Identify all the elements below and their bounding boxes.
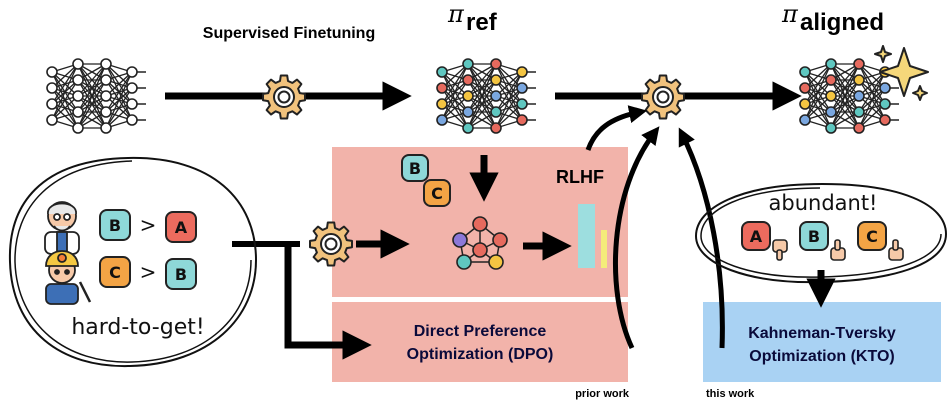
rlhf-sample-card-0: B [401, 154, 429, 182]
right-card-C: C [857, 221, 887, 251]
pi-symbol-2: π [781, 0, 799, 28]
this-work-label: this work [706, 388, 755, 400]
to-dpo-arrow [284, 244, 372, 360]
thumbs-down-icon [772, 239, 788, 261]
kto-block [703, 302, 941, 382]
prior-work-label: prior work [575, 388, 630, 400]
left-card-better-1: C [99, 256, 131, 288]
svg-text:A: A [175, 218, 188, 237]
svg-text:B: B [175, 265, 187, 284]
reward-bar-teal [578, 204, 595, 268]
svg-text:A: A [750, 227, 763, 246]
dpo-label-line1: Direct Preference [414, 323, 547, 340]
reward-bars [578, 204, 607, 268]
left-card-worse-1: B [165, 258, 197, 290]
aligned-network [799, 58, 899, 134]
dpo-block [332, 302, 628, 382]
elder-person-icon [44, 201, 80, 255]
kto-label-line2: Optimization (KTO) [749, 348, 894, 365]
svg-text:C: C [866, 227, 878, 246]
sparkle-icon [874, 45, 929, 101]
pi-aligned-label: π aligned [781, 0, 884, 36]
reward-model-graph [452, 216, 508, 270]
dpo-label-line2: Optimization (DPO) [407, 346, 554, 363]
rlhf-label: RLHF [556, 167, 604, 187]
svg-text:C: C [431, 184, 443, 203]
rlhf-sample-card-1: C [423, 179, 451, 207]
abundant-caption: abundant! [769, 191, 878, 215]
relation-symbol: > [140, 260, 157, 284]
sft-gear-icon [262, 74, 306, 120]
miner-person-icon [45, 250, 92, 305]
svg-text:B: B [409, 159, 421, 178]
sft-label: Supervised Finetuning [203, 25, 375, 42]
pi-symbol: π [447, 0, 465, 28]
ref-subscript: ref [466, 9, 498, 36]
relation-symbol: > [140, 213, 157, 237]
hard-to-get-caption: hard-to-get! [71, 315, 204, 340]
left-bubble [8, 156, 258, 368]
dpo-curve-arrow [613, 126, 660, 350]
left-card-worse-0: A [165, 211, 197, 243]
kto-curve-arrow [678, 127, 725, 349]
base-network [46, 58, 146, 134]
thumbs-up-icon [888, 239, 904, 261]
preference-gear-icon [309, 221, 353, 267]
align-gear-icon [641, 74, 685, 120]
right-card-A: A [741, 221, 771, 251]
pi-ref-label: π ref [447, 0, 498, 36]
thumbs-up-icon [830, 239, 846, 261]
svg-text:B: B [808, 227, 820, 246]
svg-text:B: B [109, 216, 121, 235]
kto-label-line1: Kahneman-Tversky [748, 325, 896, 342]
aligned-subscript: aligned [800, 9, 884, 36]
svg-text:C: C [109, 263, 121, 282]
rlhf-curve-arrow [585, 105, 648, 151]
reward-bar-yellow [601, 230, 607, 268]
left-card-better-0: B [99, 209, 131, 241]
network-group [46, 58, 899, 134]
right-card-B: B [799, 221, 829, 251]
ref-network [436, 58, 536, 134]
